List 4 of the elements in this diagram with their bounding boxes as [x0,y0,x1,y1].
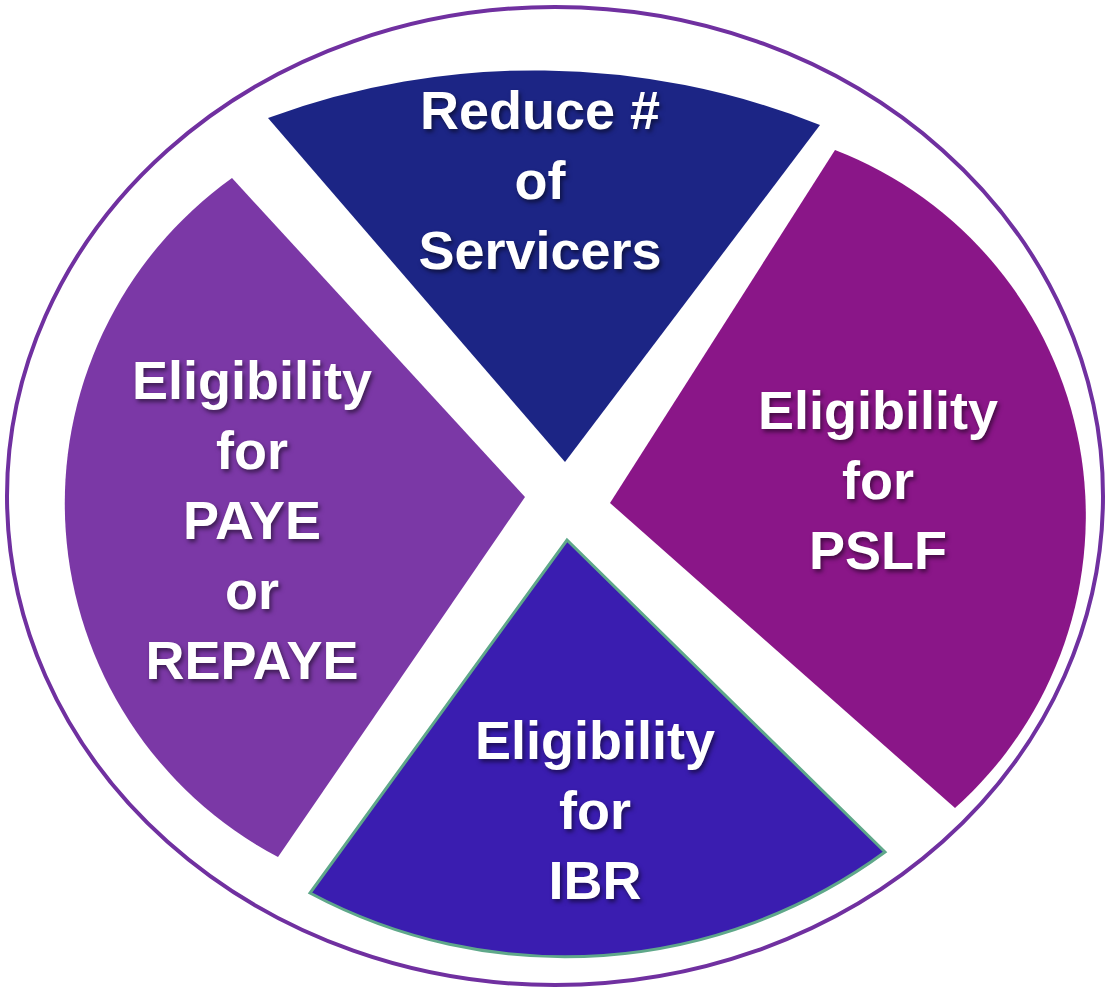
wedge-label: Eligibility for IBR [474,709,716,912]
wedge-label: Eligibility for PSLF [757,379,999,582]
wedge-label: Eligibility for PAYE or REPAYE [131,349,373,692]
wedge-label: Reduce # of Servicers [417,79,663,282]
